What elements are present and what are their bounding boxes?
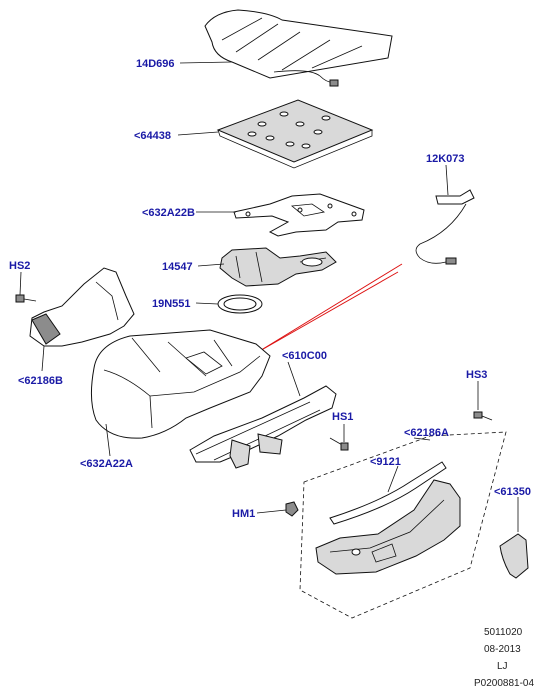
part-HS1-screw <box>329 437 349 451</box>
label-61350: <61350 <box>494 486 531 498</box>
part-12K073-wiring <box>415 189 475 265</box>
label-HS3: HS3 <box>466 369 487 381</box>
label-HS2: HS2 <box>9 260 30 272</box>
label-14547: 14547 <box>162 261 193 273</box>
label-610C00: <610C00 <box>282 350 327 362</box>
part-64438-pad <box>216 99 374 169</box>
part-632A22A-cushion <box>90 329 271 439</box>
part-14547-motor <box>219 247 337 287</box>
label-9121: <9121 <box>370 456 401 468</box>
footer-code: 5011020 <box>484 627 523 638</box>
label-19N551: 19N551 <box>152 298 191 310</box>
assembly-dashed-box <box>299 431 507 619</box>
part-HS3-screw <box>473 411 493 421</box>
footer-ref: P0200881-04 <box>474 678 534 689</box>
label-62186A: <62186A <box>404 427 449 439</box>
label-14D696: 14D696 <box>136 58 175 70</box>
footer-date: 08-2013 <box>484 644 521 655</box>
part-9121-strip <box>329 461 447 525</box>
part-HS2-screw <box>15 294 37 303</box>
label-632A22A: <632A22A <box>80 458 133 470</box>
leader-lines <box>19 61 519 532</box>
part-632A22B-bracket <box>233 193 365 237</box>
part-62186B-trim <box>29 267 135 347</box>
reference-lines <box>257 263 403 353</box>
footer-initials: LJ <box>497 661 508 672</box>
part-14D696-heater-mat <box>204 9 393 87</box>
part-19N551-ring <box>217 294 263 314</box>
label-HM1: HM1 <box>232 508 255 520</box>
part-labels: 14D696 <64438 <632A22B 12K073 14547 19N5… <box>9 58 531 520</box>
part-610C00-track <box>189 385 337 469</box>
part-61350-cover <box>499 533 529 579</box>
label-12K073: 12K073 <box>426 153 465 165</box>
part-HM1-clip <box>285 501 299 517</box>
label-64438: <64438 <box>134 130 171 142</box>
part-62186A-side-shield <box>315 479 461 575</box>
label-62186B: <62186B <box>18 375 63 387</box>
label-632A22B: <632A22B <box>142 207 195 219</box>
label-HS1: HS1 <box>332 411 353 423</box>
diagram-footer: 5011020 08-2013 LJ P0200881-04 <box>474 627 534 689</box>
